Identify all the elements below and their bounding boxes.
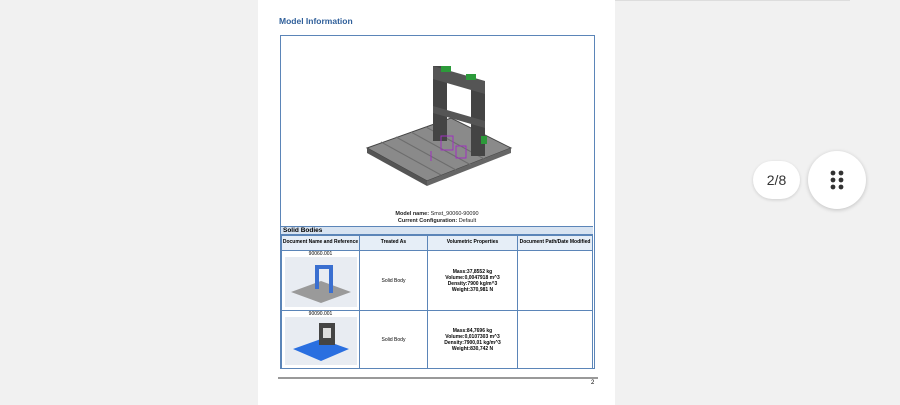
config-value: Default — [458, 218, 477, 224]
col-volumetric: Volumetric Properties — [427, 235, 518, 251]
top-divider — [615, 0, 850, 1]
col-treated-as: Treated As — [359, 235, 428, 251]
config-label: Current Configuration: — [397, 218, 458, 224]
treated-as: Solid Body — [359, 250, 428, 311]
footer-rule — [278, 377, 598, 379]
body-thumbnail — [284, 317, 357, 365]
doc-name: 90090.001 — [308, 311, 333, 317]
doc-cell: 90060.001 — [281, 250, 360, 311]
model-image — [365, 66, 513, 186]
model-name-label: Model name: — [395, 211, 430, 217]
body-thumbnail — [284, 257, 357, 307]
doc-path — [517, 250, 593, 311]
page-number: 2 — [591, 380, 595, 386]
solid-bodies-table: Document Name and Reference Treated As V… — [281, 235, 593, 369]
section-title: Model Information — [279, 16, 353, 26]
doc-name: 90060.001 — [308, 251, 333, 257]
model-name: Smst_90060-90090 — [430, 211, 479, 217]
model-info-box: Model name: Smst_90060-90090 Current Con… — [280, 35, 595, 369]
grid-dots-icon — [830, 170, 844, 190]
document-page: Model Information Model name: Smst_90060… — [258, 0, 615, 405]
col-doc-name: Document Name and Reference — [281, 235, 360, 251]
doc-cell: 90090.001 — [281, 310, 360, 369]
solid-bodies-header: Solid Bodies — [281, 226, 593, 235]
page-indicator: 2/8 — [753, 161, 800, 199]
doc-path — [517, 310, 593, 369]
model-caption: Model name: Smst_90060-90090 Current Con… — [281, 211, 593, 225]
menu-button[interactable] — [808, 151, 866, 209]
col-path: Document Path/Date Modified — [517, 235, 593, 251]
treated-as: Solid Body — [359, 310, 428, 369]
